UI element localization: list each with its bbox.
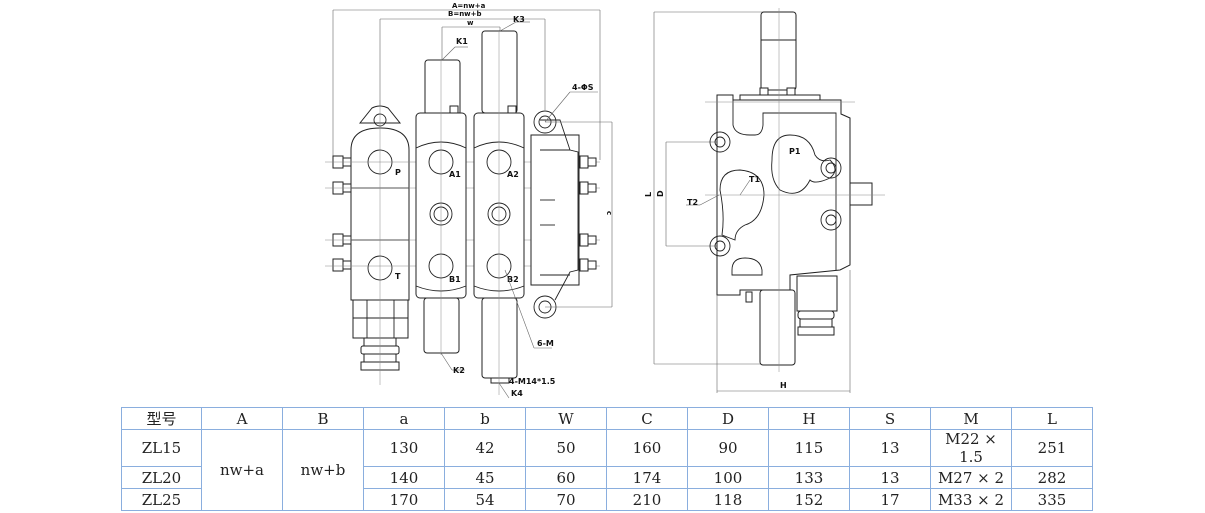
header-L: L bbox=[1011, 407, 1093, 430]
cell-S: 17 bbox=[849, 488, 931, 511]
front-view: A=nw+a B=nw+b w K3 K1 bbox=[325, 2, 613, 399]
label-a1: A1 bbox=[449, 170, 461, 179]
header-H: H bbox=[768, 407, 850, 430]
cell-C: 210 bbox=[606, 488, 688, 511]
dim-h-label: H bbox=[780, 381, 787, 390]
spool-k3-top bbox=[481, 30, 518, 114]
label-t1: T1 bbox=[749, 175, 760, 184]
cell-S: 13 bbox=[849, 466, 931, 489]
label-t2: T2 bbox=[687, 198, 698, 207]
tie-bolts-right bbox=[579, 155, 597, 272]
dimension-lines-top bbox=[332, 9, 601, 160]
cell-model: ZL20 bbox=[121, 466, 202, 489]
cell-W: 50 bbox=[525, 429, 607, 467]
cell-model: ZL25 bbox=[121, 488, 202, 511]
header-A: A bbox=[201, 407, 283, 430]
dim-w-label: w bbox=[467, 19, 474, 27]
label-holes-4s: 4-ΦS bbox=[572, 83, 594, 92]
dim-c-label: c bbox=[605, 211, 613, 215]
cell-C: 160 bbox=[606, 429, 688, 467]
header-W: W bbox=[525, 407, 607, 430]
label-thread: 4-M14*1.5 bbox=[509, 377, 556, 386]
cell-a: 140 bbox=[363, 466, 445, 489]
cell-b: 45 bbox=[444, 466, 526, 489]
cell-a: 170 bbox=[363, 488, 445, 511]
inlet-section bbox=[350, 100, 410, 385]
cell-a: 130 bbox=[363, 429, 445, 467]
cell-S: 13 bbox=[849, 429, 931, 467]
cell-D: 90 bbox=[687, 429, 769, 467]
dim-b-label: B=nw+b bbox=[448, 10, 482, 18]
cell-H: 152 bbox=[768, 488, 850, 511]
work-section-2 bbox=[473, 31, 525, 395]
header-C: C bbox=[606, 407, 688, 430]
header-b: b bbox=[444, 407, 526, 430]
cell-D: 100 bbox=[687, 466, 769, 489]
label-k1: K1 bbox=[456, 37, 468, 46]
valve-drawing: A=nw+a B=nw+b w K3 K1 bbox=[325, 2, 885, 399]
cell-D: 118 bbox=[687, 488, 769, 511]
cell-model: ZL15 bbox=[121, 429, 202, 467]
cell-B: nw+b bbox=[282, 429, 364, 511]
dim-l-label: L bbox=[644, 192, 653, 197]
label-k3: K3 bbox=[513, 15, 525, 24]
cell-W: 70 bbox=[525, 488, 607, 511]
cell-L: 251 bbox=[1011, 429, 1093, 467]
header-B: B bbox=[282, 407, 364, 430]
cell-M: M33 × 2 bbox=[930, 488, 1012, 511]
cell-b: 42 bbox=[444, 429, 526, 467]
end-section bbox=[530, 110, 580, 319]
header-M: M bbox=[930, 407, 1012, 430]
label-t: T bbox=[395, 272, 401, 281]
cell-M: M27 × 2 bbox=[930, 466, 1012, 489]
label-p: P bbox=[395, 168, 401, 177]
side-view: L D T1 T2 P1 bbox=[644, 8, 885, 393]
header-model: 型号 bbox=[121, 407, 202, 430]
cell-H: 115 bbox=[768, 429, 850, 467]
dim-a-label: A=nw+a bbox=[452, 2, 486, 10]
cell-M: M22 × 1.5 bbox=[930, 429, 1012, 467]
work-section-1 bbox=[415, 60, 467, 355]
dim-d-label: D bbox=[656, 190, 665, 197]
label-k2: K2 bbox=[453, 366, 465, 375]
label-a2: A2 bbox=[507, 170, 519, 179]
header-S: S bbox=[849, 407, 931, 430]
cell-A: nw+a bbox=[201, 429, 283, 511]
cell-L: 335 bbox=[1011, 488, 1093, 511]
header-a: a bbox=[363, 407, 445, 430]
label-b2: B2 bbox=[507, 275, 519, 284]
label-6m: 6-M bbox=[537, 339, 554, 348]
label-b1: B1 bbox=[449, 275, 461, 284]
label-k4: K4 bbox=[511, 389, 523, 398]
cell-L: 282 bbox=[1011, 466, 1093, 489]
table-row: ZL25 170 54 70 210 118 152 17 M33 × 2 33… bbox=[121, 488, 1093, 511]
spec-table: 型号 A B a b W C D H S M L ZL15 nw+a nw+b … bbox=[121, 407, 1093, 511]
tie-bolts-left bbox=[332, 155, 352, 272]
cell-C: 174 bbox=[606, 466, 688, 489]
header-D: D bbox=[687, 407, 769, 430]
cell-H: 133 bbox=[768, 466, 850, 489]
cell-W: 60 bbox=[525, 466, 607, 489]
label-p1: P1 bbox=[789, 147, 801, 156]
cell-b: 54 bbox=[444, 488, 526, 511]
table-header-row: 型号 A B a b W C D H S M L bbox=[121, 407, 1093, 430]
table-row: ZL15 nw+a nw+b 130 42 50 160 90 115 13 M… bbox=[121, 429, 1093, 511]
side-spool-top bbox=[760, 11, 797, 91]
